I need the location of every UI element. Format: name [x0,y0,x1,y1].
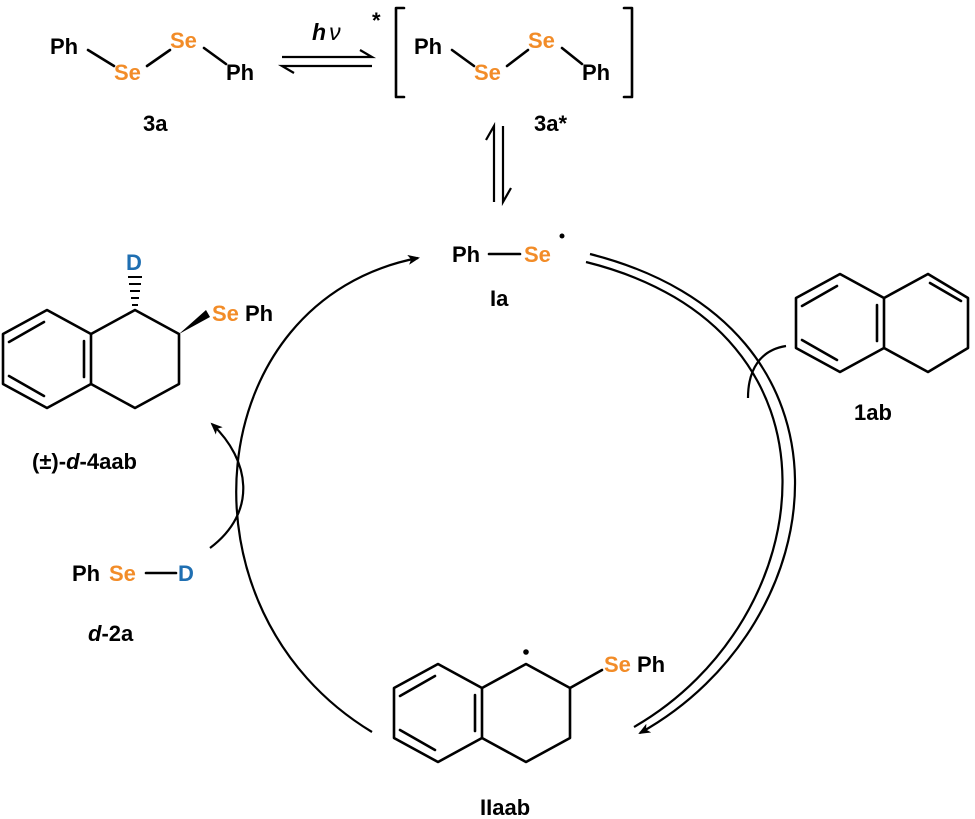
forward-arrow [282,49,377,59]
label-d-4aab: (±)-d-4aab [32,449,137,474]
bond [202,46,228,66]
selenium-atom: Se [109,561,136,586]
dihydro-ring [882,272,970,374]
aromatic-double-bond [7,320,46,344]
solid-wedge-bond [179,310,210,334]
selenium-atom: Se [528,28,555,53]
label-1ab: 1ab [854,400,892,425]
ph-group: Ph [50,34,78,59]
diselenide-3a: Ph Se Se Ph 3a [50,28,254,136]
aromatic-double-bond [800,338,839,362]
selenium-atom: Se [114,60,141,85]
selenium-atom: Se [474,60,501,85]
selenium-atom: Se [604,652,631,677]
selenium-atom: Se [524,242,551,267]
selenium-atom: Se [212,301,239,326]
saturated-ring [480,662,572,764]
saturated-ring [89,308,181,410]
radical-dot [523,649,529,655]
bond [86,48,116,68]
label-3a-star: 3a* [534,111,567,136]
label-d-2a: d-2a [88,621,134,646]
deuterium-atom: D [126,250,142,275]
excited-diselenide-3a-star: * Ph Se Se Ph 3a* [372,6,634,136]
bond [145,48,172,68]
excited-star: * [372,8,381,33]
product-d-4aab: D Se Ph (±)-d-4aab [1,250,273,474]
ph-group: Ph [452,242,480,267]
deuterium-donor-d-2a: Ph Se D d-2a [72,561,194,646]
reverse-arrow [277,64,372,74]
cycle-arrow-to-Ia [235,254,420,733]
aromatic-double-bond [398,674,437,698]
right-bracket [622,6,634,99]
addition-arrow-inner [589,252,797,734]
substrate-entry-arrow [746,344,787,399]
hashed-wedge-bond [128,276,142,306]
bond [568,668,604,690]
addition-arrow-outer [585,260,784,728]
label-IIaab: IIaab [480,795,530,819]
radical-dot [559,233,565,239]
ph-group: Ph [72,561,100,586]
d-transfer-arrow [209,422,245,549]
bond [505,48,530,68]
selenium-atom: Se [170,28,197,53]
bond [450,48,476,68]
benzene-ring [794,272,886,374]
down-arrow [501,126,512,207]
dihydronaphthalene-1ab: 1ab [794,272,970,425]
ph-group: Ph [637,652,665,677]
homolysis-equilibrium [485,121,512,207]
left-bracket [394,6,406,99]
deuterium-atom: D [178,561,194,586]
benzene-ring [1,308,93,410]
ph-group: Ph [245,301,273,326]
benzylic-radical-IIaab: Se Ph IIaab [392,649,665,819]
bond [560,46,584,66]
aromatic-double-bond [800,284,839,308]
alkene-double-bond [928,281,963,303]
aromatic-double-bond [7,374,46,398]
ph-group: Ph [582,60,610,85]
phenylselanyl-radical-Ia: Ph Se Ia [452,233,565,311]
ph-group: Ph [226,60,254,85]
benzene-ring [392,662,484,764]
up-arrow [485,121,496,202]
label-3a: 3a [143,111,168,136]
ph-group: Ph [414,34,442,59]
label-Ia: Ia [490,286,509,311]
aromatic-double-bond [398,728,437,752]
